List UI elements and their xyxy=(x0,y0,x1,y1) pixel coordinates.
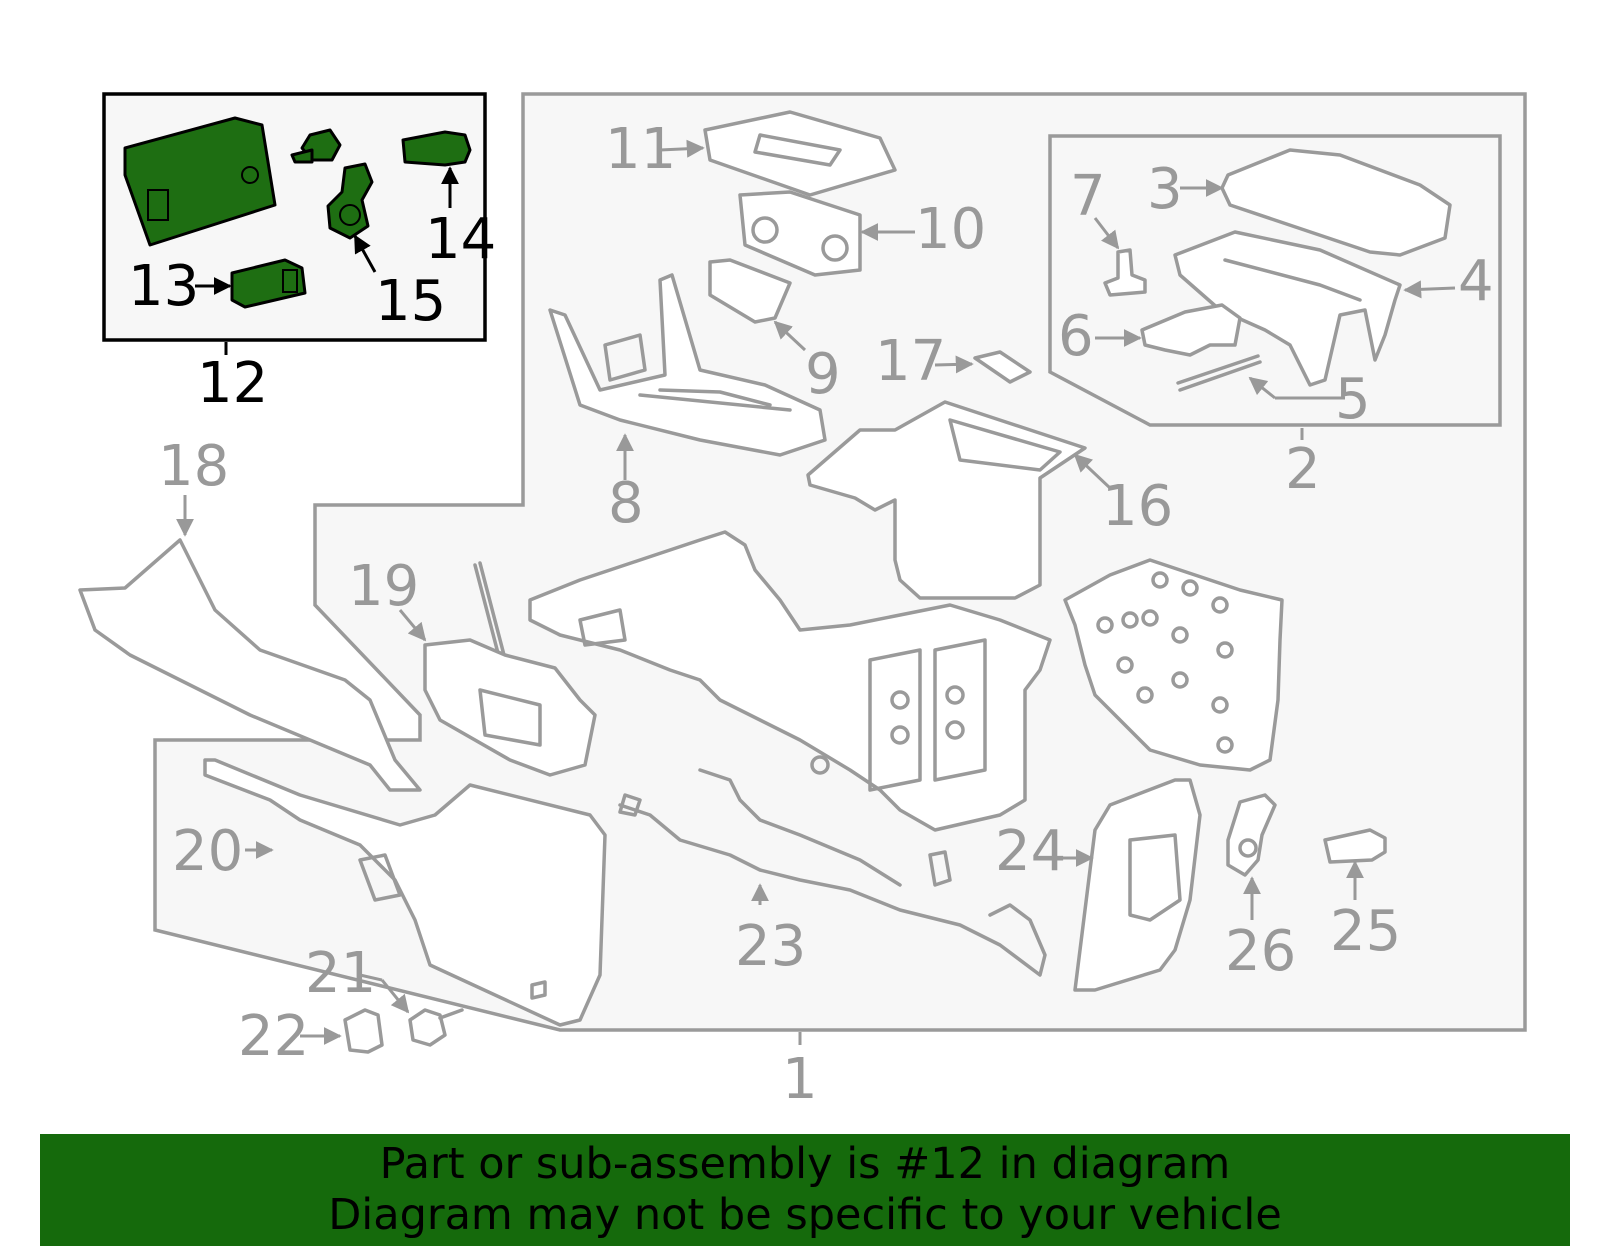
callout-13: 13 xyxy=(128,254,199,319)
part-12-clip xyxy=(290,128,342,164)
part-14-socket xyxy=(401,130,472,167)
part-3-lid xyxy=(1220,148,1452,257)
part-18-trim-left xyxy=(78,538,422,792)
part-10-cupholder-insert xyxy=(738,190,862,277)
callout-10: 10 xyxy=(915,197,986,262)
part-25-socket xyxy=(1323,828,1387,864)
callout-2: 2 xyxy=(1285,437,1321,502)
callout-18: 18 xyxy=(158,434,229,499)
callout-26: 26 xyxy=(1225,919,1296,984)
banner-line-2: Diagram may not be specific to your vehi… xyxy=(328,1190,1282,1240)
part-console-frame xyxy=(528,530,1052,832)
callout-11: 11 xyxy=(605,117,676,182)
part-21-screw xyxy=(408,1008,464,1047)
part-15-bracket xyxy=(326,162,374,240)
part-12-module xyxy=(123,116,277,247)
callout-6: 6 xyxy=(1058,304,1094,369)
callout-7: 7 xyxy=(1070,164,1106,229)
callout-5: 5 xyxy=(1335,367,1371,432)
info-banner: Part or sub-assembly is #12 in diagram D… xyxy=(40,1134,1570,1246)
part-4-lid-base xyxy=(1173,230,1402,387)
part-24-panel xyxy=(1073,778,1202,992)
part-9-bin xyxy=(708,258,792,324)
part-8-console-upper xyxy=(548,273,827,457)
callout-3: 3 xyxy=(1147,157,1183,222)
part-22-cap xyxy=(343,1008,384,1054)
part-11-trim-plate xyxy=(703,110,897,197)
part-13-connector xyxy=(230,258,307,309)
parts-diagram: 11 10 9 8 17 16 3 4 7 6 5 2 18 19 20 21 … xyxy=(78,92,1527,1112)
callout-20: 20 xyxy=(172,819,243,884)
callout-1: 1 xyxy=(782,1047,818,1112)
callout-8: 8 xyxy=(608,471,644,536)
part-7-pin xyxy=(1103,248,1147,297)
callout-4: 4 xyxy=(1458,249,1494,314)
callout-14: 14 xyxy=(425,207,496,272)
callout-15: 15 xyxy=(375,269,446,334)
part-19-shifter xyxy=(423,561,597,777)
callout-22: 22 xyxy=(238,1004,309,1069)
part-26-bracket xyxy=(1226,793,1277,877)
callout-21: 21 xyxy=(305,941,376,1006)
part-17-pad xyxy=(973,350,1032,384)
callout-23: 23 xyxy=(735,914,806,979)
part-20-console-side xyxy=(203,758,607,1027)
part-23-wiring-harness xyxy=(618,768,1047,977)
callout-24: 24 xyxy=(995,819,1066,884)
part-5-rod xyxy=(1176,354,1262,392)
callout-19: 19 xyxy=(348,554,419,619)
callout-16: 16 xyxy=(1102,474,1173,539)
banner-line-1: Part or sub-assembly is #12 in diagram xyxy=(379,1139,1231,1189)
part-16-storage-bin xyxy=(806,400,1087,600)
callout-17: 17 xyxy=(875,329,946,394)
callout-9: 9 xyxy=(805,342,841,407)
part-side-panel-right xyxy=(1063,558,1284,772)
callout-12: 12 xyxy=(197,351,268,416)
callout-25: 25 xyxy=(1330,899,1401,964)
part-6-latch xyxy=(1140,303,1242,357)
